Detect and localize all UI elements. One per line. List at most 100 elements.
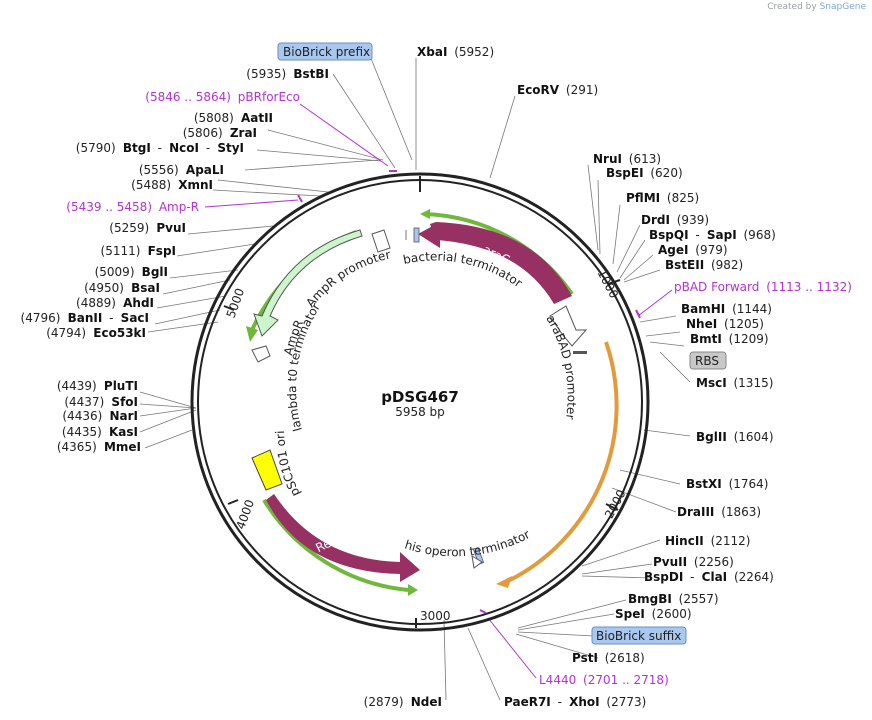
primer-leaders: [204, 103, 673, 679]
site-part: (5790): [76, 141, 116, 155]
site-label-hincii[interactable]: HincII (2112): [665, 534, 750, 548]
plasmid-name: pDSG467: [381, 388, 459, 406]
site-part: AgeI: [658, 243, 688, 257]
his-terminator-mark[interactable]: [472, 546, 485, 565]
site-part: PluTI: [100, 379, 138, 393]
site-label-bglii[interactable]: BglII (1604): [696, 430, 774, 444]
site-label-draiii[interactable]: DraIII (1863): [677, 505, 761, 519]
site-part: (4365): [57, 440, 97, 454]
site-label-agei[interactable]: AgeI (979): [658, 243, 728, 257]
site-label-nari[interactable]: (4436) NarI: [62, 409, 138, 423]
site-label-pbrforeco[interactable]: (5846 .. 5864) pBRforEco: [145, 90, 300, 104]
site-part: -: [554, 695, 562, 709]
his-operon-terminator-label: his operon terminator: [403, 527, 532, 559]
site-part: (4439): [57, 379, 97, 393]
site-label-ahdi[interactable]: (4889) AhdI: [76, 296, 154, 310]
site-part: BstBI: [289, 67, 329, 81]
site-label-pvui[interactable]: (5259) PvuI: [109, 221, 186, 235]
site-part: (2600): [648, 607, 692, 621]
site-part: NheI: [686, 317, 717, 331]
site-part: PstI: [572, 651, 598, 665]
site-label-sfoi[interactable]: (4437) SfoI: [64, 395, 138, 409]
site-label-fspi[interactable]: (5111) FspI: [101, 244, 176, 258]
site-part: EcoRV: [517, 83, 560, 97]
site-part: BtgI: [119, 141, 151, 155]
site-part: Amp-R: [155, 200, 199, 214]
site-label-bstxi[interactable]: BstXI (1764): [686, 477, 768, 491]
site-label-pvuii[interactable]: PvuII (2256): [653, 555, 734, 569]
site-label-apali[interactable]: (5556) ApaLI: [139, 163, 224, 177]
site-label-psti[interactable]: PstI (2618): [572, 651, 645, 665]
site-part: DraIII: [677, 505, 714, 519]
site-label-banii[interactable]: (4796) BanII - SacI: [21, 311, 149, 325]
bacterial-terminator-mark[interactable]: [413, 227, 420, 243]
site-label-ecorv[interactable]: EcoRV (291): [517, 83, 598, 97]
site-label-zrai[interactable]: (5806) ZraI: [183, 126, 257, 140]
arac-feature[interactable]: [430, 222, 572, 304]
site-label-spei[interactable]: SpeI (2600): [615, 607, 692, 621]
site-labels: XbaI (5952) (5935) BstBI EcoRV (291) (5846 …: [21, 45, 852, 709]
site-part: pBRforEco: [234, 90, 300, 104]
site-part: Eco53kI: [89, 326, 146, 340]
site-label-nrui[interactable]: NruI (613): [593, 152, 661, 166]
site-part: (291): [562, 83, 598, 97]
site-part: (1604): [730, 430, 774, 444]
rep101-feature[interactable]: [266, 494, 420, 582]
site-label-aatii[interactable]: (5808) AatII: [194, 111, 273, 125]
site-part: (5439 .. 5458): [66, 200, 152, 214]
arac-arrowhead: [418, 222, 440, 248]
site-label-kasi[interactable]: (4435) KasI: [62, 425, 138, 439]
site-part: (4437): [64, 395, 104, 409]
site-part: (5806): [183, 126, 223, 140]
site-label-paer7i[interactable]: PaeR7I - XhoI (2773): [504, 695, 646, 709]
psc101-ori-feature[interactable]: [251, 449, 283, 491]
site-label-l4440[interactable]: L4440 (2701 .. 2718): [539, 673, 669, 687]
site-label-drdi[interactable]: DrdI (939): [641, 213, 709, 227]
site-label-bgli[interactable]: (5009) BglI: [95, 265, 168, 279]
tick-label-4000: 4000: [233, 498, 257, 531]
site-part: (825): [663, 191, 699, 205]
site-label-bamhi[interactable]: BamHI (1144): [681, 302, 772, 316]
biobrick-suffix-label: BioBrick suffix: [596, 629, 681, 643]
site-label-ndei[interactable]: (2879) NdeI: [364, 695, 442, 709]
site-label-bstbi[interactable]: (5935) BstBI: [246, 67, 329, 81]
site-label-xbai[interactable]: XbaI (5952): [417, 45, 494, 59]
lambda-t0-arrow[interactable]: [251, 345, 271, 363]
arabad-promoter-arrow[interactable]: [549, 305, 588, 347]
site-part: -: [686, 570, 694, 584]
site-label-xmni[interactable]: (5488) XmnI: [131, 178, 213, 192]
ampr-promoter-arrow[interactable]: [371, 229, 391, 253]
rbs-box[interactable]: [689, 351, 727, 370]
site-label-bspqi[interactable]: BspQI - SapI (968): [649, 228, 776, 242]
site-part: (4796): [21, 311, 61, 325]
site-label-bspei[interactable]: BspEI (620): [606, 166, 683, 180]
site-part: (982): [707, 258, 743, 272]
site-part: (2264): [730, 570, 774, 584]
biobrick-suffix-box[interactable]: [591, 626, 687, 645]
site-label-btgi[interactable]: (5790) BtgI - NcoI - StyI: [76, 141, 244, 155]
site-label-bsai[interactable]: (4950) BsaI: [84, 281, 160, 295]
site-part: BspDI: [644, 570, 683, 584]
site-part: pBAD Forward: [674, 280, 759, 294]
biobrick-prefix-box[interactable]: [277, 42, 373, 61]
site-label-pflmi[interactable]: PflMI (825): [626, 191, 699, 205]
site-label-bmgbi[interactable]: BmgBI (2557): [628, 592, 719, 606]
ampr-feature[interactable]: [253, 229, 363, 337]
site-part: (5556): [139, 163, 179, 177]
site-part: (4436): [62, 409, 102, 423]
site-label-mmei[interactable]: (4365) MmeI: [57, 440, 141, 454]
site-part: NruI: [593, 152, 622, 166]
site-part: (1863): [717, 505, 761, 519]
site-part: BspQI: [649, 228, 689, 242]
site-label-bspdi[interactable]: BspDI - ClaI (2264): [644, 570, 774, 584]
site-label-bmti[interactable]: BmtI (1209): [690, 332, 769, 346]
credit-text: Created by: [767, 2, 817, 12]
site-label-eco53ki[interactable]: (4794) Eco53kI: [46, 326, 146, 340]
site-label-pbad[interactable]: pBAD Forward (1113 .. 1132): [674, 280, 852, 294]
site-label-ampr-primer[interactable]: (5439 .. 5458) Amp-R: [66, 200, 199, 214]
site-label-pluti[interactable]: (4439) PluTI: [57, 379, 138, 393]
site-label-bsteii[interactable]: BstEII (982): [665, 258, 743, 272]
site-label-msci[interactable]: MscI (1315): [696, 376, 773, 390]
site-label-nhei[interactable]: NheI (1205): [686, 317, 764, 331]
